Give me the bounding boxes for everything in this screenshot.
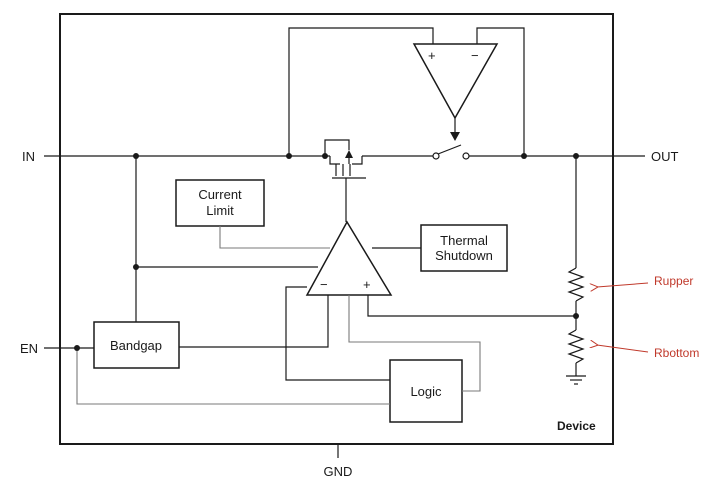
feedback-wire [367,295,576,317]
bandgap-block [93,321,180,369]
current-limit-wire [219,226,330,249]
logic-to-amp-wire [285,286,390,381]
logic-label: Logic [410,384,442,399]
pin-gnd-label: GND [324,464,353,479]
thermal-label-2: Shutdown [435,248,493,263]
current-limit-label-1: Current [198,187,242,202]
bandgap-label: Bandgap [110,338,162,353]
top-comparator-plus: + [428,48,436,63]
logic-feedback-wire [348,295,481,392]
rbottom-label: Rbottom [654,346,699,360]
bandgap-ref-wire [179,295,329,348]
pin-in-label: IN [22,149,35,164]
discharge-switch [432,144,470,160]
resistor-lower [567,329,585,364]
comparator-loop-right [476,27,525,156]
pass-transistor [324,139,366,222]
ground-icon [566,375,586,385]
comparator-loop-left [288,27,434,156]
rupper-arrow [597,282,649,287]
current-limit-label-2: Limit [206,203,234,218]
error-amp-plus: + [363,277,371,292]
error-amp-minus: − [320,277,328,292]
pin-out-label: OUT [651,149,679,164]
junction-dots [74,153,579,351]
device-label: Device [557,419,596,433]
resistor-upper [567,267,585,302]
en-to-logic-wire [76,348,390,405]
logic-block [389,359,463,423]
top-comparator [412,43,499,120]
device-frame [59,13,614,445]
top-comparator-minus: − [471,48,479,63]
pin-en-label: EN [20,341,38,356]
rupper-label: Rupper [654,274,693,288]
rbottom-arrow [597,345,649,353]
thermal-label-1: Thermal [440,233,488,248]
arrow-down-icon [450,132,460,141]
